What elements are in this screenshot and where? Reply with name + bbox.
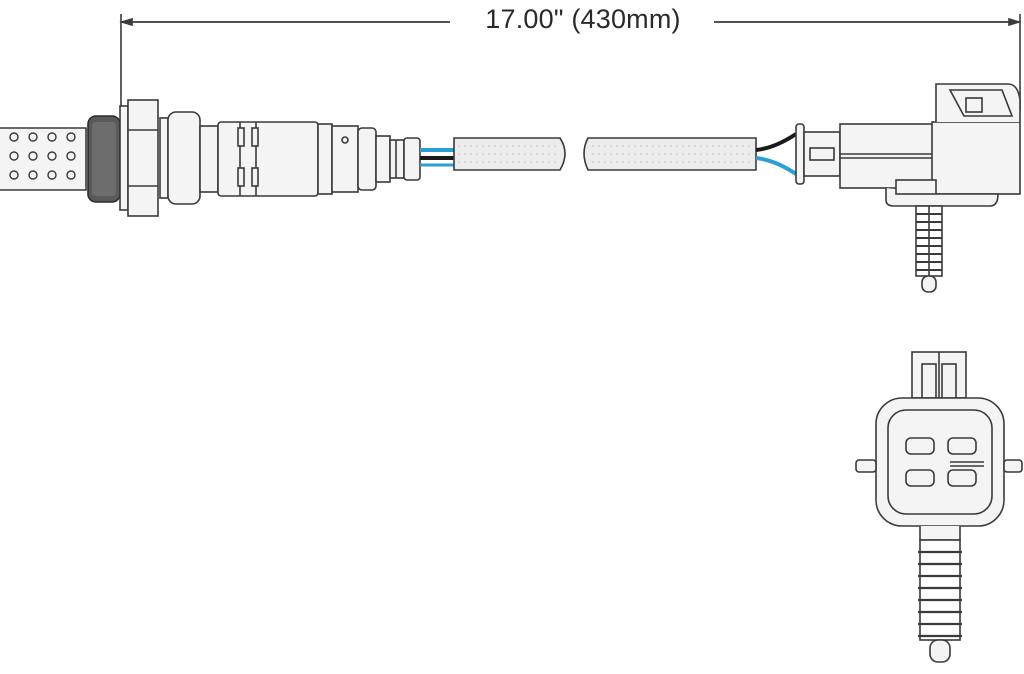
connector-side-view [795, 83, 1021, 293]
perforated-probe [0, 127, 87, 191]
wire-leads [420, 148, 454, 167]
threaded-section [87, 115, 121, 203]
sensor-housing [159, 111, 421, 205]
connector-face-view [855, 351, 1023, 663]
dimension-line [119, 14, 1022, 110]
wire-leads-connector [755, 132, 798, 176]
braided-sleeve [453, 137, 757, 171]
dimension-label: 17.00" (430mm) [452, 4, 714, 35]
hex-body [119, 99, 159, 217]
